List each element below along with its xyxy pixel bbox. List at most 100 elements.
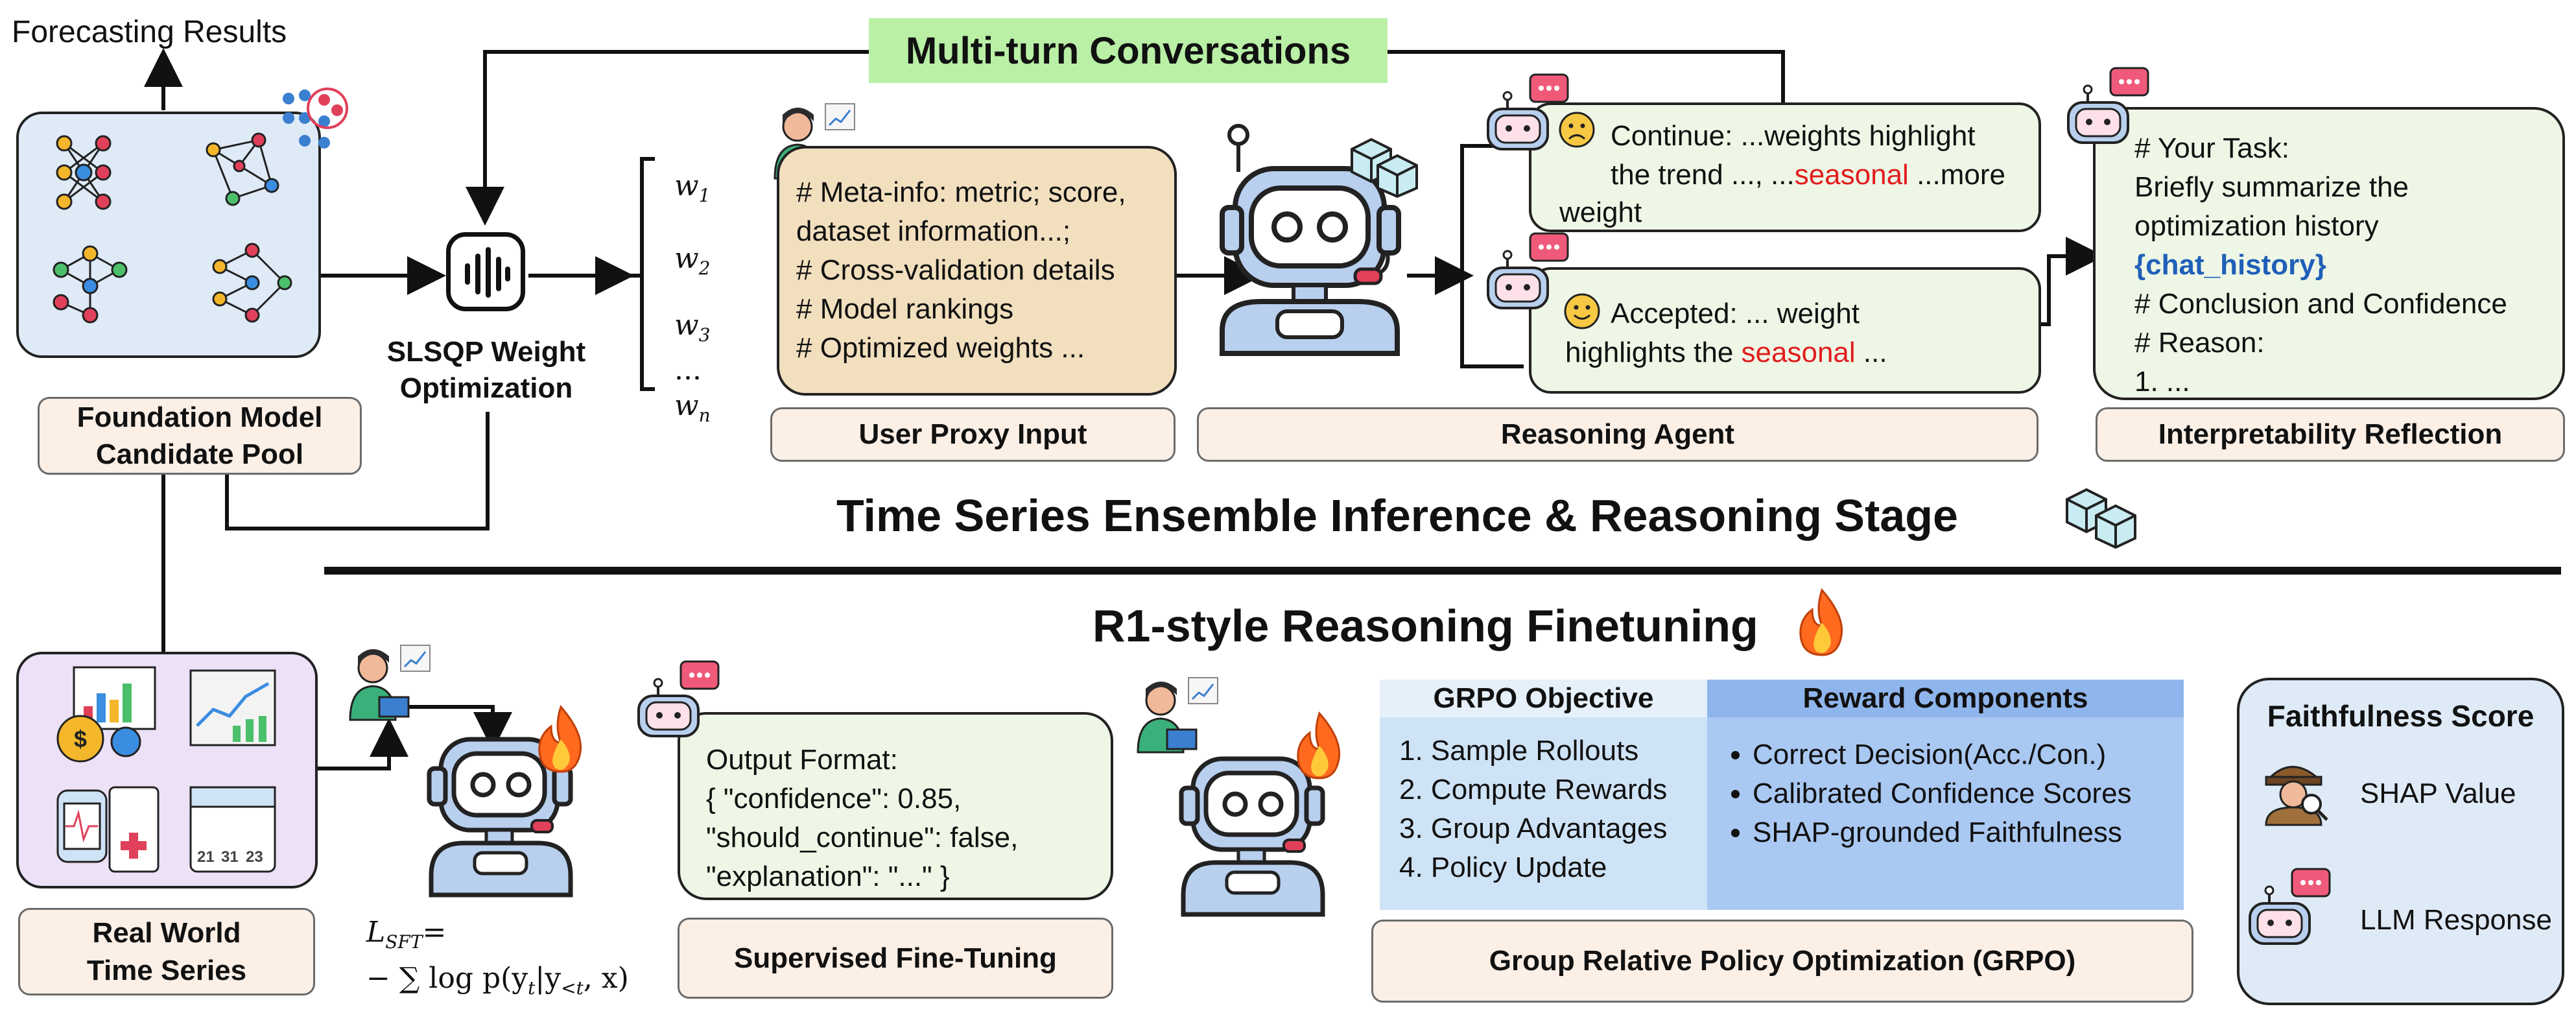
faithfulness-box: Faithfulness Score SHAP Value LLM Respon…	[2237, 678, 2564, 1005]
reward-item: Calibrated Confidence Scores	[1753, 774, 2184, 813]
reflection-box: # Your Task: Briefly summarize the optim…	[2093, 107, 2565, 400]
robot-icon	[1220, 124, 1401, 356]
reasoning-agent-label: Reasoning Agent	[1197, 407, 2038, 462]
loop-from-continue	[1384, 50, 1785, 107]
grpo-objective-item: 4. Policy Update	[1399, 851, 1607, 883]
fire-icon	[1799, 588, 1843, 656]
pool-label-line2: Candidate Pool	[95, 438, 304, 470]
branch-brace	[1460, 144, 1524, 368]
accepted-line2: highlights the seasonal ...	[1565, 337, 1887, 368]
smiley-icon	[1564, 293, 1600, 329]
weight-n: wn	[674, 389, 711, 427]
weight-3: w3	[674, 308, 711, 346]
reward-components-title: Reward Components	[1707, 680, 2184, 717]
real-world-line1: Real World	[92, 917, 241, 949]
slsqp-label: SLSQP Weight Optimization	[376, 334, 597, 407]
model-cluster-icon	[283, 88, 348, 149]
chat-bubble-icon	[1487, 73, 1569, 150]
loop-to-slsqp	[466, 50, 869, 226]
continue-line2: the trend ..., ...seasonal ...more	[1611, 159, 2005, 191]
user-laptop-icon	[349, 645, 431, 721]
accepted-line1: Accepted: ... weight	[1611, 298, 1860, 329]
llm-response-label: LLM Response	[2360, 904, 2552, 936]
proxy-line: # Meta-info: metric; score,	[796, 176, 1126, 208]
output-line: Output Format:	[706, 744, 898, 776]
proxy-line: # Model rankings	[796, 293, 1014, 325]
slsqp-line2: Optimization	[399, 372, 573, 404]
reflection-line: # Reason:	[2134, 327, 2265, 359]
continue-box: Continue: ...weights highlight the trend…	[1529, 102, 2041, 232]
frown-icon	[1559, 112, 1595, 148]
cube-icon	[1351, 137, 1418, 198]
proxy-line: # Optimized weights ...	[796, 332, 1085, 364]
foundation-model-pool-box	[16, 112, 321, 358]
output-format-box: Output Format: { "confidence": 0.85, "sh…	[678, 712, 1113, 900]
output-line: "should_continue": false,	[706, 822, 1019, 853]
reward-components-panel: Reward Components Correct Decision(Acc./…	[1707, 680, 2184, 910]
chat-bubble-icon	[1487, 232, 1569, 309]
svg-text:21: 21	[197, 848, 215, 866]
reflection-line: # Conclusion and Confidence	[2134, 288, 2507, 320]
dashboard-icon: $ 21 31 23	[56, 666, 276, 873]
reflection-line: # Your Task:	[2134, 132, 2289, 164]
reflection-highlight: {chat_history}	[2134, 249, 2326, 281]
svg-text:23: 23	[246, 848, 263, 866]
slsqp-line1: SLSQP Weight	[386, 336, 586, 368]
proxy-line: dataset information...;	[796, 215, 1071, 247]
forecasting-results-label: Forecasting Results	[12, 15, 287, 49]
weight-2: w2	[674, 241, 711, 279]
reflection-label: Interpretability Reflection	[2096, 407, 2565, 462]
sft-loss-lhs: LSFT=	[366, 916, 447, 953]
grpo-label: Group Relative Policy Optimization (GRPO…	[1371, 920, 2193, 1003]
cube-icon	[2066, 488, 2136, 549]
robot-icon	[1179, 756, 1325, 917]
reflection-line: 1. ...	[2134, 366, 2190, 398]
finetune-title: R1-style Reasoning Finetuning	[1093, 601, 1758, 651]
reflection-line: optimization history	[2134, 210, 2379, 242]
faithfulness-title: Faithfulness Score	[2267, 699, 2535, 733]
loop-slsqp-to-pool	[225, 412, 490, 530]
real-world-box: $ 21 31 23	[16, 652, 318, 888]
chat-bubble-icon	[2067, 67, 2149, 144]
sft-label: Supervised Fine-Tuning	[678, 918, 1113, 999]
user-proxy-box: # Meta-info: metric; score, dataset info…	[777, 146, 1177, 396]
grpo-objective-panel: GRPO Objective 1. Sample Rollouts 2. Com…	[1380, 680, 1707, 910]
fire-icon	[1297, 711, 1341, 780]
real-world-line2: Time Series	[86, 954, 247, 986]
grpo-objective-item: 3. Group Advantages	[1399, 813, 1668, 844]
detective-icon	[2265, 766, 2328, 826]
reflection-line: Briefly summarize the	[2134, 171, 2409, 203]
grpo-objective-title: GRPO Objective	[1380, 680, 1707, 717]
sft-loss-formula: LSFT= − ∑ log p(yt|y<t, x)	[366, 914, 629, 1006]
arrow-realworld-to-sft	[318, 718, 408, 770]
stage-title: Time Series Ensemble Inference & Reasoni…	[836, 490, 1958, 541]
svg-text:$: $	[74, 726, 87, 752]
reward-item: SHAP-grounded Faithfulness	[1753, 813, 2184, 852]
output-line: "explanation": "..." }	[706, 861, 950, 892]
weight-ellipsis: ...	[674, 353, 702, 387]
proxy-line: # Cross-validation details	[796, 254, 1115, 286]
svg-text:31: 31	[221, 848, 239, 866]
waveform-icon	[446, 232, 525, 311]
weights-brace	[640, 157, 655, 391]
robot-icon	[427, 737, 573, 898]
weight-1: w1	[674, 169, 711, 206]
multi-turn-title: Multi-turn Conversations	[869, 18, 1388, 83]
user-laptop-icon	[1137, 677, 1218, 754]
chat-bubble-icon	[2249, 868, 2331, 945]
accepted-box: Accepted: ... weight highlights the seas…	[1529, 267, 2041, 394]
chat-bubble-icon	[637, 660, 720, 737]
pool-label-line1: Foundation Model	[77, 401, 323, 433]
output-line: { "confidence": 0.85,	[706, 783, 962, 815]
shap-value-label: SHAP Value	[2360, 778, 2516, 809]
arrow-user-to-robot	[402, 705, 512, 751]
continue-line3: weight	[1559, 196, 1642, 228]
user-proxy-label: User Proxy Input	[770, 407, 1176, 462]
fire-icon	[538, 705, 582, 773]
sft-loss-rhs: − ∑ log p(yt|y<t, x)	[366, 961, 629, 999]
continue-line1: Continue: ...weights highlight	[1611, 120, 1976, 152]
